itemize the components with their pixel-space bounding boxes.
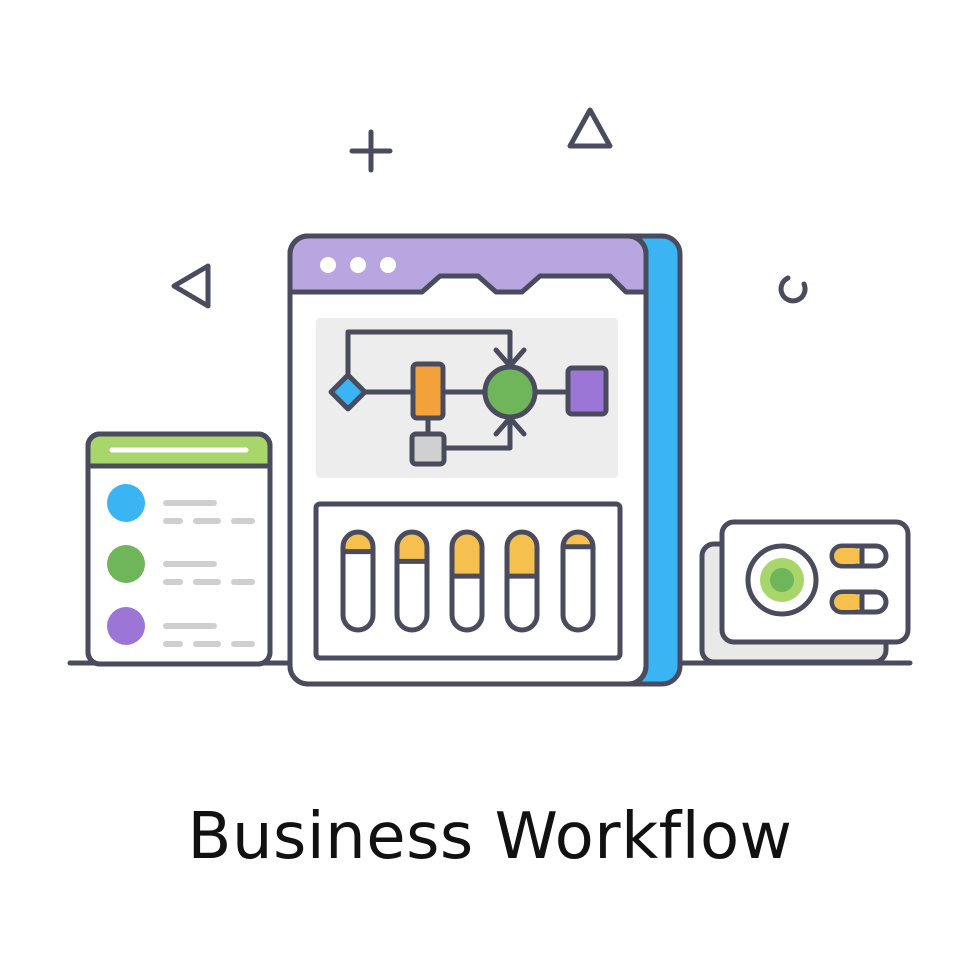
end-node bbox=[565, 365, 609, 417]
list-item bbox=[107, 607, 255, 647]
flowchart-panel bbox=[316, 318, 618, 478]
toggle-switch bbox=[829, 543, 889, 569]
caption-title: Business Workflow bbox=[187, 800, 793, 874]
sub-process-node bbox=[409, 431, 447, 467]
control-device bbox=[699, 519, 911, 665]
toggle-switch bbox=[829, 589, 889, 615]
slider-2[interactable] bbox=[394, 529, 430, 633]
list-item bbox=[107, 545, 255, 585]
window-controls-icon bbox=[320, 257, 396, 273]
decision-node bbox=[328, 372, 368, 412]
triangle-icon bbox=[567, 107, 613, 149]
return-connector bbox=[441, 415, 513, 451]
slider-3[interactable] bbox=[449, 529, 485, 633]
slider-4[interactable] bbox=[504, 529, 540, 633]
slider-panel bbox=[313, 501, 623, 661]
slider-5[interactable] bbox=[560, 529, 596, 633]
plus-icon bbox=[349, 129, 393, 173]
triangle-left-icon bbox=[171, 263, 211, 309]
workflow-window bbox=[287, 233, 683, 687]
process-node bbox=[410, 361, 446, 421]
slider-1[interactable] bbox=[340, 529, 376, 633]
list-item bbox=[107, 484, 255, 524]
contact-list-card bbox=[85, 431, 273, 667]
ring-icon bbox=[778, 275, 808, 304]
gateway-node bbox=[482, 364, 538, 420]
loop-connector bbox=[345, 329, 513, 395]
